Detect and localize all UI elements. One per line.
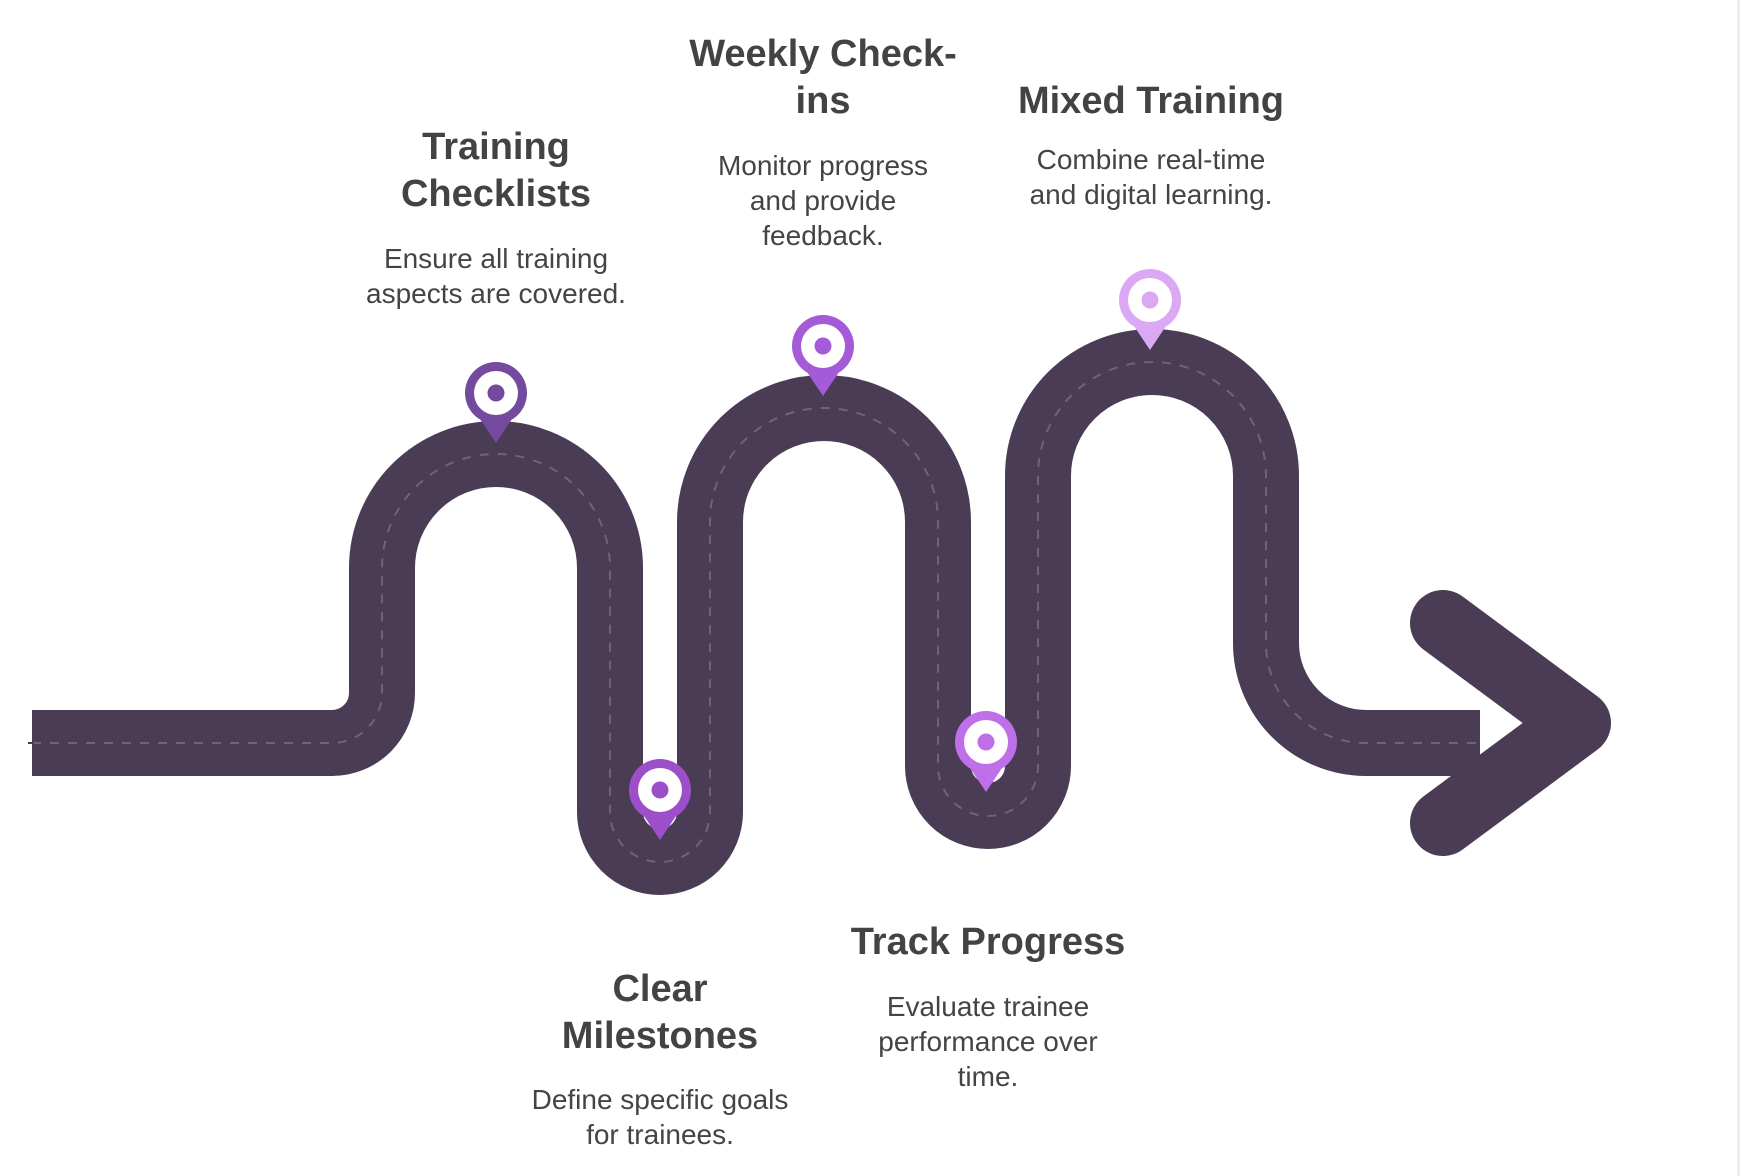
right-edge-divider (1737, 0, 1740, 1176)
milestone-title: Weekly Check-ins (689, 33, 957, 122)
location-pin-icon (465, 362, 527, 443)
road-center-dashes (32, 361, 1480, 864)
arrow-right-icon (1410, 590, 1611, 856)
winding-road (32, 329, 1480, 895)
milestone-title: Mixed Training (1017, 80, 1285, 122)
milestone-title: Track Progress (850, 921, 1126, 963)
location-pin-icon (1119, 269, 1181, 350)
location-pin-icon (955, 711, 1017, 792)
location-pin-icon (792, 315, 854, 396)
location-pin-icon (629, 759, 691, 840)
